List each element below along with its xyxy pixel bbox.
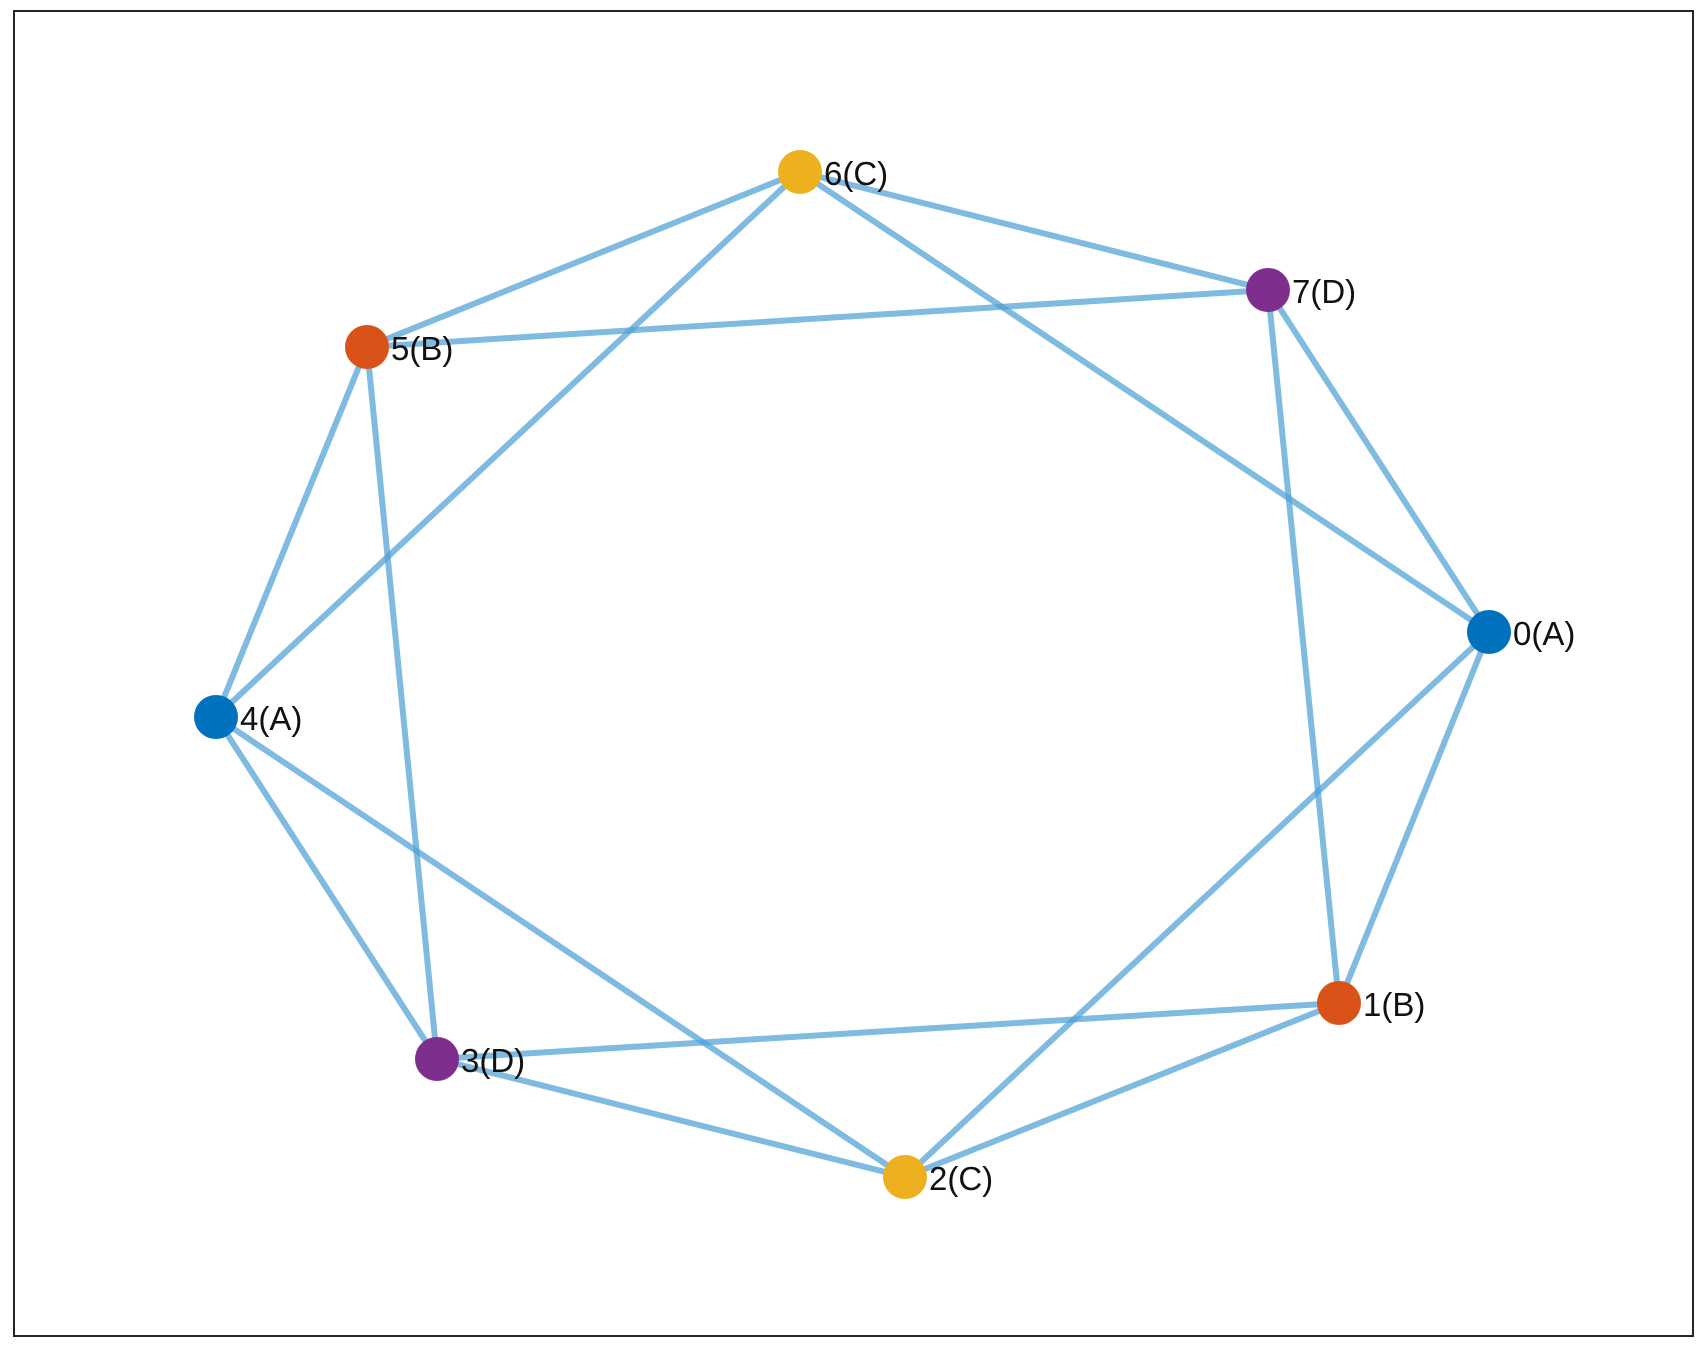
edge-0-6 — [797, 169, 1492, 635]
node-layer: 0(A) 1(B) 2(C) 3(D) 4(A) 5(B) 6(C) 7(D) — [194, 150, 1575, 1199]
edge-0-7 — [1265, 287, 1492, 635]
node-label-6: 6(C) — [824, 155, 888, 192]
edge-3-4 — [213, 714, 440, 1062]
edge-2-3 — [434, 1056, 908, 1180]
edge-1-3 — [434, 1000, 1342, 1062]
edge-4-5 — [213, 344, 370, 720]
edge-4-6 — [213, 169, 803, 720]
node-2 — [883, 1155, 927, 1199]
node-3 — [415, 1037, 459, 1081]
node-label-0: 0(A) — [1513, 615, 1575, 652]
edge-2-4 — [213, 714, 908, 1180]
node-label-3: 3(D) — [461, 1042, 525, 1079]
node-1 — [1317, 981, 1361, 1025]
node-label-2: 2(C) — [929, 1160, 993, 1197]
edge-1-2 — [902, 1000, 1342, 1180]
node-6 — [778, 150, 822, 194]
node-label-4: 4(A) — [240, 700, 302, 737]
node-4 — [194, 695, 238, 739]
node-label-5: 5(B) — [391, 330, 453, 367]
edge-0-1 — [1336, 629, 1492, 1006]
node-5 — [345, 325, 389, 369]
node-label-7: 7(D) — [1292, 273, 1356, 310]
edge-5-6 — [364, 169, 803, 350]
plot-frame — [13, 10, 1694, 1337]
node-0 — [1467, 610, 1511, 654]
edge-1-7 — [1265, 287, 1342, 1006]
edge-3-5 — [364, 344, 440, 1062]
edge-6-7 — [797, 169, 1271, 293]
edge-layer — [213, 169, 1492, 1180]
edge-0-2 — [902, 629, 1492, 1180]
node-label-1: 1(B) — [1363, 986, 1425, 1023]
node-7 — [1246, 268, 1290, 312]
edge-5-7 — [364, 287, 1271, 350]
